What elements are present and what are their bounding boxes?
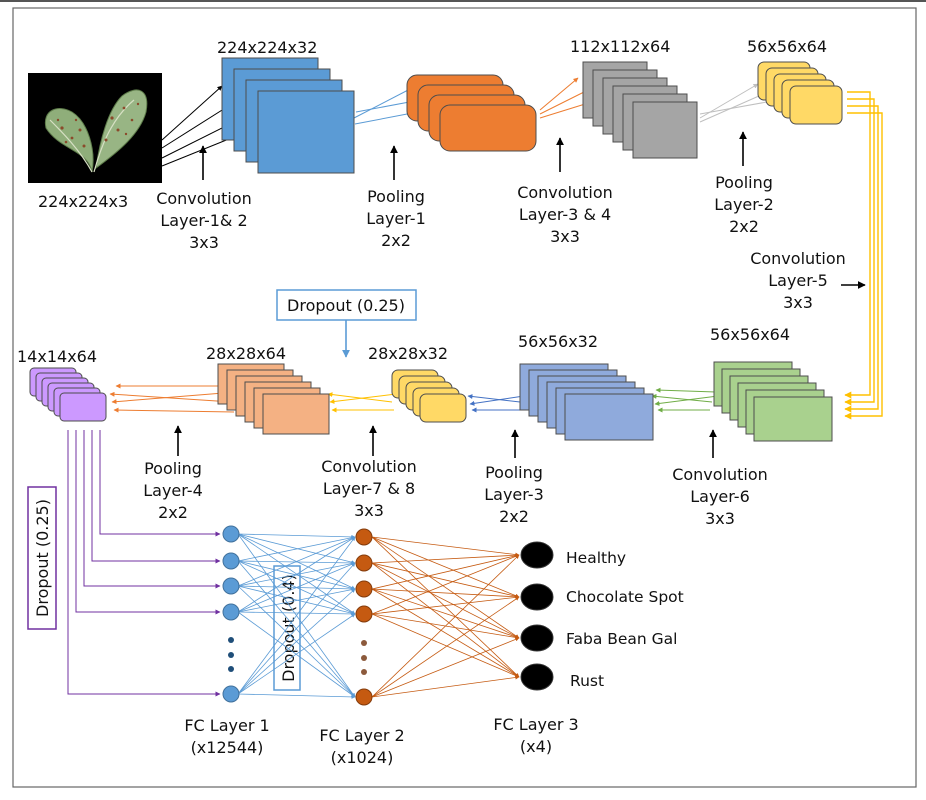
- fc1-ellipsis-dot-2: [228, 666, 234, 672]
- svg-text:2x2: 2x2: [499, 507, 529, 526]
- dims-label-pool2: 56x56x64: [747, 37, 827, 56]
- layer-label-conv78: Convolution Layer-7 & 8 3x3: [321, 457, 417, 520]
- input-dims-label: 224x224x3: [38, 192, 128, 211]
- fc2-node-3: [355, 605, 373, 623]
- layer-label-pool1: Pooling Layer-1 2x2: [366, 187, 426, 250]
- svg-text:Dropout (0.25): Dropout (0.25): [33, 499, 52, 617]
- svg-text:3x3: 3x3: [550, 227, 580, 246]
- layer-label-conv5: Convolution Layer-5 3x3: [750, 249, 846, 312]
- fc2-node-2: [355, 580, 373, 598]
- fc3-node-1: [520, 583, 554, 611]
- stack-pool4: [217, 363, 330, 435]
- fc2-node-0: [355, 528, 373, 546]
- stack-pool1: [406, 74, 537, 152]
- layer-label-conv12: Convolution Layer-1& 2 3x3: [156, 189, 252, 252]
- svg-text:3x3: 3x3: [705, 509, 735, 528]
- svg-text:Layer-4: Layer-4: [143, 481, 203, 500]
- fc-label-2: FC Layer 2 (x1024): [319, 726, 404, 767]
- dims-label-pool4: 28x28x64: [206, 344, 286, 363]
- svg-text:FC Layer 2: FC Layer 2: [319, 726, 404, 745]
- svg-text:Layer-3: Layer-3: [484, 485, 544, 504]
- layer-label-conv34: Convolution Layer-3 & 4 3x3: [517, 183, 613, 246]
- fc3-node-2: [520, 624, 554, 652]
- fc1-node-3: [222, 603, 240, 621]
- svg-text:Convolution: Convolution: [750, 249, 846, 268]
- svg-text:Pooling: Pooling: [485, 463, 543, 482]
- svg-text:3x3: 3x3: [189, 233, 219, 252]
- fc1-node-1: [222, 552, 240, 570]
- svg-text:Convolution: Convolution: [672, 465, 768, 484]
- svg-text:Pooling: Pooling: [715, 173, 773, 192]
- svg-text:2x2: 2x2: [158, 503, 188, 522]
- svg-text:Layer-7 & 8: Layer-7 & 8: [323, 479, 415, 498]
- fully-connected-layers: [222, 525, 554, 706]
- fc2-ellipsis-dot-1: [361, 655, 367, 661]
- fc2-ellipsis-dot-0: [361, 640, 367, 646]
- svg-text:Convolution: Convolution: [156, 189, 252, 208]
- dims-label-conv3: 112x112x64: [570, 37, 670, 56]
- svg-text:Layer-6: Layer-6: [690, 487, 750, 506]
- dropout-box-left: Dropout (0.25): [27, 486, 57, 630]
- dims-label-pool3: 56x56x32: [518, 332, 598, 351]
- fc2-node-1: [355, 554, 373, 572]
- fc2-ellipsis-dot-2: [361, 669, 367, 675]
- stack-conv7: [391, 369, 467, 423]
- svg-text:3x3: 3x3: [783, 293, 813, 312]
- output-label-rust: Rust: [570, 672, 604, 690]
- output-label-faba-bean-gal: Faba Bean Gal: [566, 630, 678, 648]
- svg-text:2x2: 2x2: [729, 217, 759, 236]
- dropout-box-mid: Dropout (0.25): [276, 289, 417, 358]
- fc1-ellipsis-dot-1: [228, 652, 234, 658]
- svg-text:Pooling: Pooling: [367, 187, 425, 206]
- svg-text:Layer-5: Layer-5: [768, 271, 828, 290]
- svg-text:(x1024): (x1024): [331, 748, 394, 767]
- dims-label-conv7: 28x28x32: [368, 344, 448, 363]
- stack-pool2: [757, 61, 843, 125]
- fc1-node-0: [222, 525, 240, 543]
- svg-text:Layer-3 & 4: Layer-3 & 4: [519, 205, 611, 224]
- svg-text:Convolution: Convolution: [517, 183, 613, 202]
- dims-label-conv1: 224x224x32: [217, 38, 317, 57]
- input-leaf-image: [28, 73, 162, 183]
- layer-label-pool2: Pooling Layer-2 2x2: [714, 173, 774, 236]
- fc1-node-2: [222, 577, 240, 595]
- stack-final: [29, 367, 107, 422]
- svg-text:(x4): (x4): [520, 737, 552, 756]
- fc3-node-0: [520, 541, 554, 569]
- stack-conv6: [713, 361, 833, 442]
- stack-pool3: [519, 363, 654, 441]
- svg-text:3x3: 3x3: [354, 501, 384, 520]
- svg-text:Dropout (0.25): Dropout (0.25): [287, 296, 405, 315]
- svg-text:Pooling: Pooling: [144, 459, 202, 478]
- output-label-healthy: Healthy: [566, 549, 626, 567]
- svg-text:Convolution: Convolution: [321, 457, 417, 476]
- fc2-node-4: [355, 688, 373, 706]
- svg-text:2x2: 2x2: [381, 231, 411, 250]
- fc1-node-4: [222, 685, 240, 703]
- svg-text:FC Layer 3: FC Layer 3: [493, 715, 578, 734]
- layer-label-pool3: Pooling Layer-3 2x2: [484, 463, 544, 526]
- output-label-chocolate-spot: Chocolate Spot: [566, 588, 684, 606]
- svg-text:Layer-2: Layer-2: [714, 195, 774, 214]
- stack-conv12: [221, 57, 355, 174]
- svg-text:Layer-1: Layer-1: [366, 209, 426, 228]
- svg-text:FC Layer 1: FC Layer 1: [184, 716, 269, 735]
- dims-label-final: 14x14x64: [17, 347, 97, 366]
- layer-label-conv6: Convolution Layer-6 3x3: [672, 465, 768, 528]
- svg-text:(x12544): (x12544): [191, 738, 264, 757]
- svg-text:Layer-1& 2: Layer-1& 2: [160, 211, 247, 230]
- feature-map-stacks: [29, 57, 843, 442]
- dims-label-conv6: 56x56x64: [710, 325, 790, 344]
- fc1-ellipsis-dot-0: [228, 637, 234, 643]
- stack-conv34: [582, 61, 698, 159]
- fc-label-3: FC Layer 3 (x4): [493, 715, 578, 756]
- layer-label-pool4: Pooling Layer-4 2x2: [143, 459, 203, 522]
- fc-label-1: FC Layer 1 (x12544): [184, 716, 269, 757]
- fc3-node-3: [520, 663, 554, 691]
